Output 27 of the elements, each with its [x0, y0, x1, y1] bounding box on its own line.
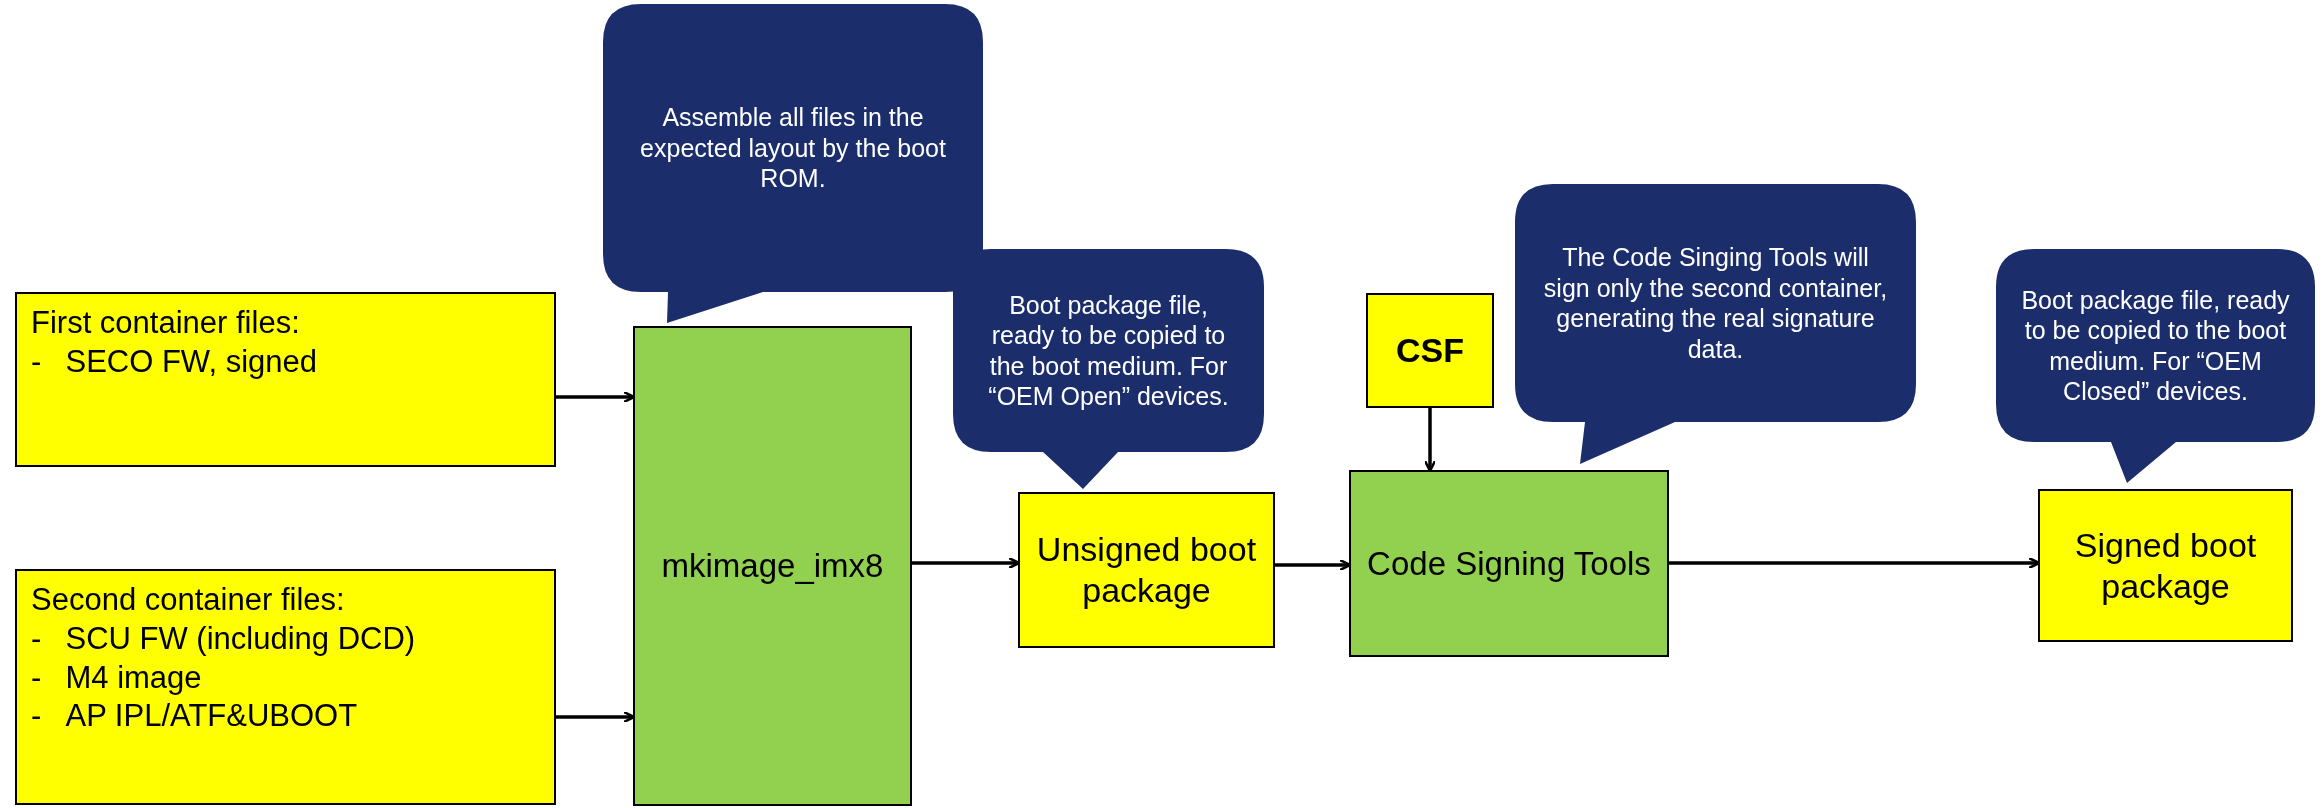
box-label: CSF [1396, 331, 1464, 370]
box-heading: Second container files: [31, 581, 346, 619]
speech-bubble [1515, 184, 1916, 464]
process-box [1349, 470, 1669, 657]
box-label: Signed boot package [2073, 524, 2258, 607]
input-files-box [15, 569, 556, 805]
list-item: - AP IPL/ATF&UBOOT [31, 697, 359, 736]
box-label: Unsigned boot package [1035, 529, 1258, 611]
box-heading: First container files: [31, 304, 301, 342]
speech-bubble [1996, 249, 2315, 483]
csf-file-box [1366, 293, 1494, 408]
input-files-box [15, 292, 556, 467]
list-item: - M4 image [31, 658, 203, 697]
box-label: mkimage_imx8 [661, 547, 884, 585]
callout-text: The Code Singing Tools will sign only the second container, generating the real signature data. [1542, 242, 1889, 364]
callout-text: Boot package file, ready to be copied to the boot medium. For “OEM Closed” devices. [2020, 284, 2291, 407]
box-label: Code Signing Tools [1367, 544, 1651, 583]
process-box [633, 326, 912, 806]
callout-text: Assemble all files in the expected layout by the boot ROM. [639, 102, 947, 194]
list-item: - SECO FW, signed [31, 342, 318, 381]
output-file-box [2038, 489, 2293, 642]
callout-text: Boot package file, ready to be copied to the boot medium. For “OEM Open” devices. [987, 289, 1230, 412]
output-file-box [1018, 492, 1275, 648]
speech-bubble [953, 249, 1264, 489]
list-item: - SCU FW (including DCD) [31, 619, 417, 658]
speech-bubble [603, 4, 983, 323]
arrow [1423, 408, 1437, 473]
